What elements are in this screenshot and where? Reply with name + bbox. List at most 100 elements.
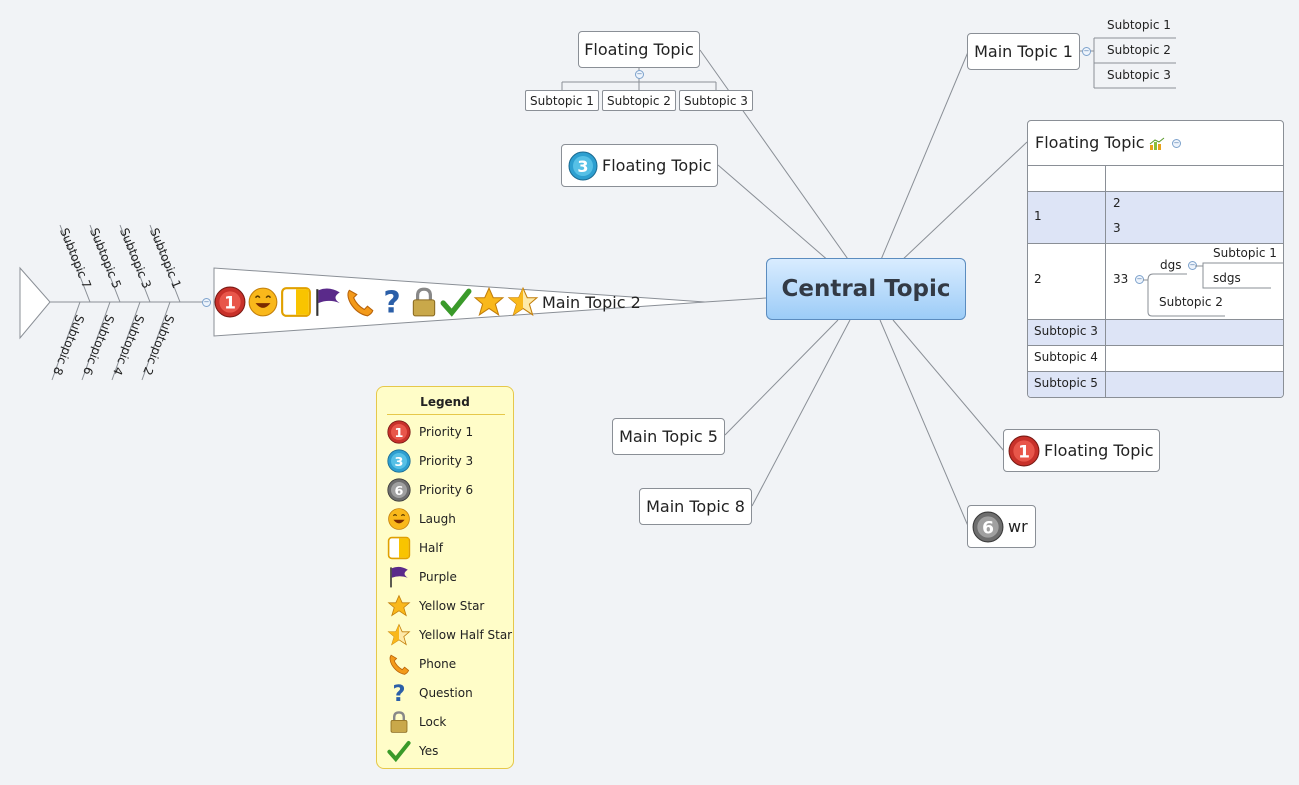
question-icon: ?: [393, 681, 406, 705]
main-topic-8[interactable]: Main Topic 8: [639, 488, 752, 525]
table-subtopic[interactable]: sdgs: [1213, 271, 1241, 285]
table-row: Subtopic 4: [1028, 345, 1283, 371]
svg-text:1: 1: [395, 426, 404, 441]
topic-wr-label: wr: [1008, 517, 1028, 536]
collapse-toggle[interactable]: −: [202, 298, 211, 307]
legend-item: 3 Priority 3: [387, 449, 473, 473]
svg-text:3: 3: [395, 455, 404, 470]
table-cell: 2: [1113, 196, 1121, 210]
floating-top-subtopic-1[interactable]: Subtopic 1: [525, 90, 599, 111]
table-row: 2 33 − dgs − Subtopic 1 sdgs Subtopic 2: [1028, 243, 1283, 319]
collapse-toggle[interactable]: −: [1172, 139, 1181, 148]
lock-icon: [390, 711, 408, 733]
table-row: Subtopic 3: [1028, 319, 1283, 345]
table-column-divider: [1105, 165, 1106, 397]
half-icon: [281, 287, 311, 317]
table-cell[interactable]: Subtopic 4: [1034, 350, 1098, 364]
svg-text:6: 6: [982, 518, 994, 538]
floating-topic-top[interactable]: Floating Topic: [578, 31, 700, 68]
legend-label: Yellow Star: [419, 599, 485, 613]
main-topic-1-label: Main Topic 1: [974, 42, 1073, 61]
table-subtopic[interactable]: dgs: [1160, 258, 1182, 272]
legend-label: Question: [419, 686, 473, 700]
phone-icon: [389, 654, 410, 675]
floating-top-subtopic-3[interactable]: Subtopic 3: [679, 90, 753, 111]
legend-item: Purple: [387, 565, 457, 589]
legend-item: Yellow Star: [387, 594, 484, 618]
legend-title: Legend: [420, 395, 470, 409]
svg-text:1: 1: [224, 293, 236, 313]
question-icon: ?: [383, 286, 400, 318]
floating-top-subtopic-2[interactable]: Subtopic 2: [602, 90, 676, 111]
priority-3-icon: 3: [568, 151, 598, 180]
priority-1-icon: 1: [214, 286, 246, 318]
yes-icon: [440, 288, 472, 317]
central-topic-label: Central Topic: [781, 276, 951, 302]
legend-item: Yes: [387, 739, 438, 763]
laugh-icon: [248, 287, 278, 317]
table-cell: 1: [1034, 209, 1042, 223]
table-cell: 33: [1113, 272, 1129, 286]
priority-6-icon: 6: [972, 511, 1004, 542]
purple-flag-icon: [316, 288, 340, 316]
table-cell[interactable]: Subtopic 3: [1034, 324, 1098, 338]
priority-1-icon: 1: [387, 420, 411, 444]
legend-panel: Legend 1 Priority 1 3 Priority 3 6 Prior…: [376, 386, 514, 769]
floating-table-label: Floating Topic: [1035, 133, 1145, 152]
legend-label: Purple: [419, 570, 457, 584]
svg-text:3: 3: [577, 157, 588, 176]
table-cell[interactable]: Subtopic 5: [1034, 376, 1098, 390]
collapse-toggle[interactable]: −: [635, 70, 644, 79]
legend-item: Laugh: [387, 507, 456, 531]
topic-wr[interactable]: 6 wr: [967, 505, 1036, 548]
legend-label: Priority 3: [419, 454, 474, 468]
main-topic-1-subtopic-2[interactable]: Subtopic 2: [1107, 43, 1171, 57]
table-cell: 2: [1034, 272, 1042, 286]
priority-6-icon: 6: [387, 478, 411, 502]
legend-label: Priority 6: [419, 483, 474, 497]
table-subtopic[interactable]: Subtopic 2: [1159, 295, 1223, 309]
chart-icon: [1149, 137, 1165, 150]
legend-item: Lock: [387, 710, 446, 734]
legend-label: Laugh: [419, 512, 456, 526]
legend-item: Yellow Half Star: [387, 623, 512, 647]
table-row: Subtopic 5: [1028, 371, 1283, 397]
floating-topic-priority-3[interactable]: 3 Floating Topic: [561, 144, 718, 187]
legend-label: Half: [419, 541, 443, 555]
legend-label: Lock: [419, 715, 447, 729]
priority-1-icon: 1: [1008, 435, 1040, 466]
floating-topic-label: Floating Topic: [1044, 441, 1154, 460]
legend-label: Phone: [419, 657, 457, 671]
main-topic-5[interactable]: Main Topic 5: [612, 418, 725, 455]
purple-flag-icon: [390, 566, 408, 588]
table-subtopic[interactable]: Subtopic 1: [1213, 246, 1277, 260]
subtopic-label: Subtopic 3: [684, 93, 748, 108]
central-topic[interactable]: Central Topic: [766, 258, 966, 320]
yellow-half-star-icon: [387, 623, 411, 646]
legend-item: ? Question: [387, 681, 473, 705]
table-row: [1028, 165, 1283, 191]
legend-label: Priority 1: [419, 425, 474, 439]
table-row: 1 2 3: [1028, 191, 1283, 243]
floating-topic-label: Floating Topic: [602, 156, 712, 175]
floating-topic-table[interactable]: Floating Topic − 1 2 3 2 33 − dgs − Subt…: [1027, 120, 1284, 398]
phone-icon: [347, 289, 374, 317]
priority-3-icon: 3: [387, 449, 411, 473]
svg-text:?: ?: [383, 286, 400, 318]
subtopic-label: Subtopic 2: [607, 93, 671, 108]
main-topic-1-subtopic-1[interactable]: Subtopic 1: [1107, 18, 1171, 32]
yellow-half-star-icon: [507, 286, 539, 317]
svg-text:?: ?: [393, 681, 406, 705]
main-topic-2[interactable]: 1 ? Main Topic 2: [214, 284, 641, 320]
collapse-toggle[interactable]: −: [1082, 47, 1091, 56]
legend-label: Yellow Half Star: [419, 628, 513, 642]
main-topic-1-subtopic-3[interactable]: Subtopic 3: [1107, 68, 1171, 82]
subtopic-label: Subtopic 1: [530, 93, 594, 108]
lock-icon: [412, 287, 436, 317]
floating-topic-priority-1[interactable]: 1 Floating Topic: [1003, 429, 1160, 472]
floating-topic-top-label: Floating Topic: [584, 40, 694, 59]
legend-divider: [387, 414, 505, 415]
main-topic-1[interactable]: Main Topic 1: [967, 33, 1080, 70]
half-icon: [387, 536, 411, 560]
svg-text:1: 1: [1018, 442, 1030, 462]
